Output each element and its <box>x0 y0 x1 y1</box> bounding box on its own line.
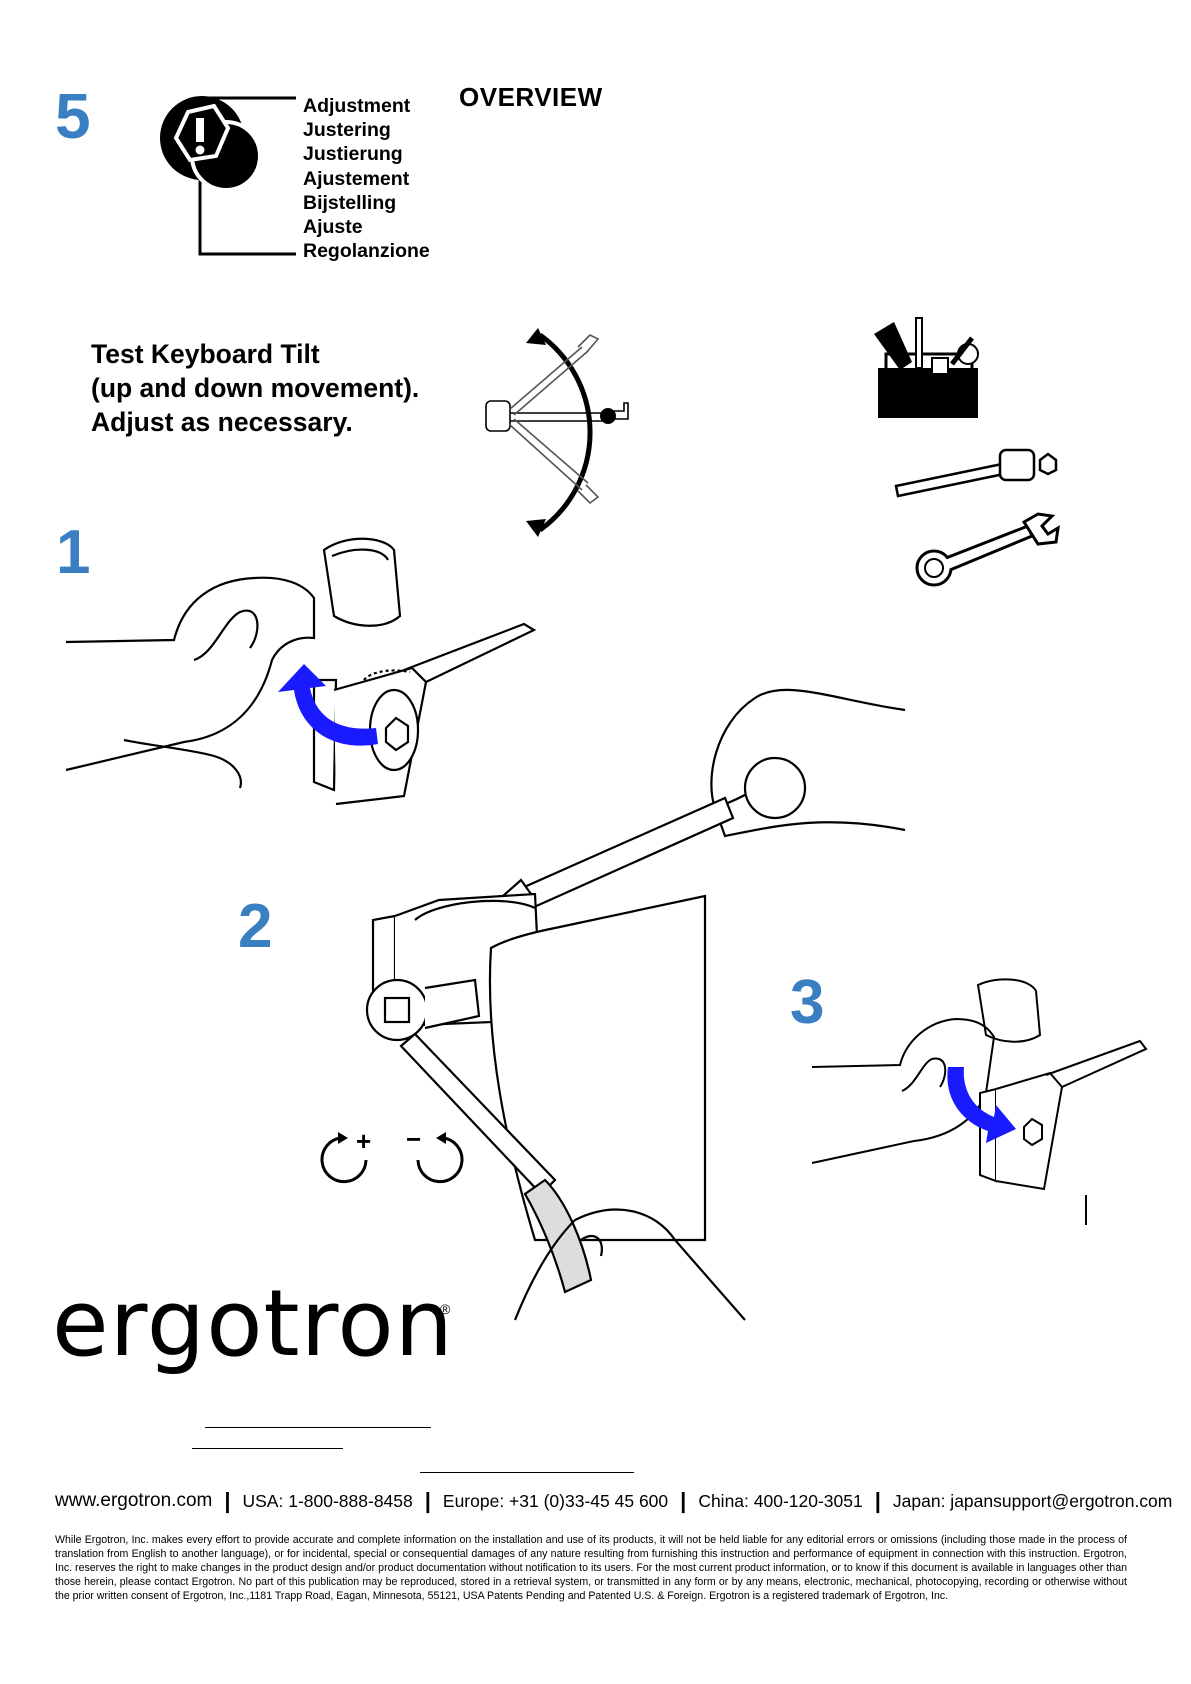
website-link[interactable]: www.ergotron.com <box>55 1490 213 1511</box>
instruction-line-3: Adjust as necessary. <box>91 407 353 437</box>
overview-heading: OVERVIEW <box>459 82 603 112</box>
combination-wrench-icon <box>915 512 1060 587</box>
tilt-range-icon <box>485 328 629 537</box>
instruction-line-1: Test Keyboard Tilt <box>91 339 320 369</box>
label-adjustment-fr: Ajustement <box>303 167 410 190</box>
label-adjustment-it: Regolanzione <box>303 240 430 263</box>
label-adjustment-en: Adjustment <box>303 95 411 117</box>
label-adjustment-nl: Bijstelling <box>303 191 397 214</box>
contact-japan[interactable]: Japan: japansupport@ergotron.com <box>892 1490 1173 1511</box>
separator: | <box>680 1488 687 1513</box>
contact-europe: Europe: +31 (0)33-45 45 600 <box>442 1490 669 1511</box>
step-number: 5 <box>55 80 91 152</box>
instruction-line-2: (up and down movement). <box>91 373 420 403</box>
step-2-illustration <box>365 688 906 1321</box>
divider-line <box>420 1472 634 1473</box>
rotate-clockwise-icon <box>320 1132 368 1184</box>
step-1-illustration <box>65 537 537 806</box>
sub-step-1-number: 1 <box>56 518 91 587</box>
rotate-clockwise-sign: + <box>356 1126 372 1156</box>
rotate-counterclockwise-sign: − <box>406 1124 422 1154</box>
rotate-counterclockwise-icon <box>416 1132 464 1184</box>
ratchet-wrench-icon <box>894 448 1058 498</box>
adjustment-label-list: Adjustment Justering Justierung Ajusteme… <box>303 94 430 263</box>
separator: | <box>424 1488 431 1513</box>
sub-step-2-number: 2 <box>238 892 273 961</box>
contact-china: China: 400-120-3051 <box>698 1490 863 1511</box>
sub-step-3-number: 3 <box>790 968 825 1037</box>
divider-line <box>192 1448 343 1449</box>
instruction-text: Test Keyboard Tilt (up and down movement… <box>91 337 419 439</box>
registered-mark: ® <box>440 1301 451 1317</box>
contact-bar: www.ergotron.com | USA: 1-800-888-8458 |… <box>55 1488 1172 1514</box>
separator: | <box>224 1488 231 1513</box>
label-adjustment-de: Justierung <box>303 143 403 166</box>
ergotron-logo: ergotron <box>52 1270 454 1377</box>
toolbox-icon <box>874 317 979 418</box>
label-adjustment-da: Justering <box>303 119 391 142</box>
step-3-illustration <box>811 978 1148 1225</box>
label-adjustment-es: Ajuste <box>303 216 363 239</box>
contact-usa: USA: 1-800-888-8458 <box>242 1490 413 1511</box>
separator: | <box>874 1488 881 1513</box>
legal-disclaimer: While Ergotron, Inc. makes every effort … <box>55 1534 1127 1602</box>
divider-line <box>205 1427 431 1428</box>
adjustment-warning-icon <box>160 96 296 256</box>
